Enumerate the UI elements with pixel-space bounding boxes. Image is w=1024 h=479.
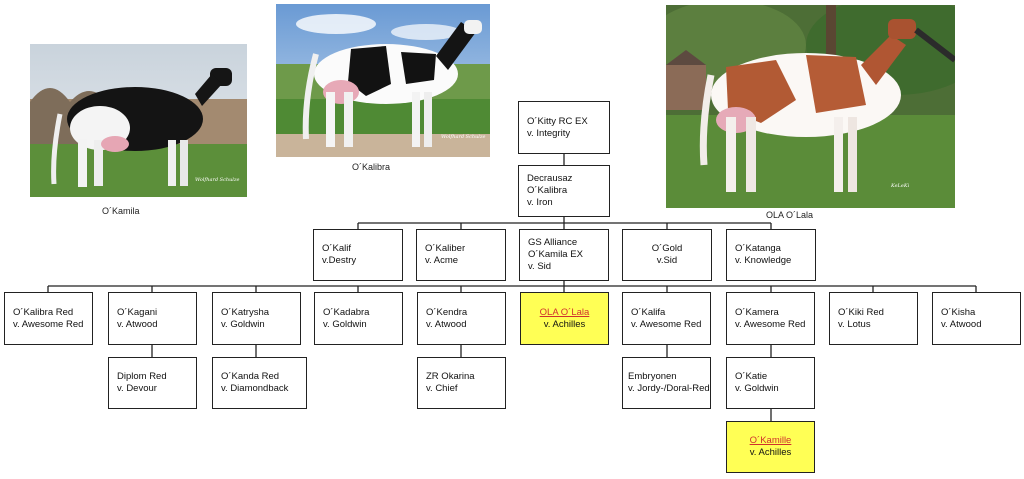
node-sire: v. Knowledge	[735, 255, 792, 266]
photo-watermark: Wolfhard Schulze	[441, 134, 486, 140]
node-sire: v. Integrity	[527, 127, 571, 139]
cow-photo-black-white: Wolfhard Schulze	[30, 44, 247, 197]
node-okatrysha: O´Katrysha v. Goldwin	[212, 292, 301, 345]
node-name: O´Kamera	[735, 306, 779, 318]
photo-caption-olalala: OLA O´Lala	[766, 210, 814, 220]
node-okalifa: O´Kalifa v. Awesome Red	[622, 292, 711, 345]
node-name: O´Kalibra	[527, 185, 568, 196]
node-sire: v. Atwood	[941, 318, 982, 330]
node-okamila: GS Alliance O´Kamila EX v. Sid	[519, 229, 609, 281]
node-name: ZR Okarina	[426, 371, 475, 382]
node-okendra: O´Kendra v. Atwood	[417, 292, 506, 345]
node-okalibra-red: O´Kalibra Red v. Awesome Red	[4, 292, 93, 345]
photo-caption-okamila: O´Kamila	[102, 206, 140, 216]
photo-olalala: KeLeKi	[666, 5, 955, 208]
node-name: O´Katrysha	[221, 306, 270, 318]
cow-photo-black-white: Wolfhard Schulze	[276, 4, 490, 157]
node-sire: v. Achilles	[543, 318, 586, 330]
node-name: O´Kaliber	[425, 243, 466, 254]
node-name: O´Kalif	[322, 243, 352, 254]
node-olalala: OLA O´Lala v. Achilles	[520, 292, 609, 345]
cow-photo-red-white: KeLeKi	[666, 5, 955, 208]
node-sire: v. Chief	[426, 383, 458, 394]
node-sire: v. Goldwin	[323, 318, 367, 330]
node-okiki-red: O´Kiki Red v. Lotus	[829, 292, 918, 345]
node-sire: v. Acme	[425, 255, 459, 266]
node-ogold: O´Gold v.Sid	[622, 229, 712, 281]
node-name: Diplom Red	[117, 371, 167, 382]
node-sire: v. Awesome Red	[735, 318, 806, 330]
node-name: O´Kisha	[941, 306, 976, 318]
node-prefix: Decrausaz	[527, 173, 573, 184]
node-name: O´Kalibra Red	[13, 306, 74, 318]
photo-okamila: Wolfhard Schulze	[30, 44, 247, 197]
node-okitty: O´Kitty RC EX v. Integrity	[518, 101, 610, 154]
node-okatanga: O´Katanga v. Knowledge	[726, 229, 816, 281]
node-prefix: GS Alliance	[528, 237, 578, 248]
node-name: O´Gold	[651, 243, 683, 254]
photo-watermark: KeLeKi	[890, 183, 910, 189]
node-okaliber: O´Kaliber v. Acme	[416, 229, 506, 281]
node-name: O´Katie	[735, 371, 768, 382]
node-name: O´Katanga	[735, 243, 781, 254]
node-sire: v. Iron	[527, 197, 553, 208]
node-name-link[interactable]: OLA O´Lala	[539, 306, 590, 318]
node-name: O´Kadabra	[323, 306, 370, 318]
node-sire: v. Goldwin	[735, 383, 779, 394]
photo-caption-okalibra: O´Kalibra	[352, 162, 391, 172]
node-name: O´Kitty RC EX	[527, 115, 588, 127]
photo-watermark: Wolfhard Schulze	[195, 177, 240, 183]
node-name: O´Kagani	[117, 306, 158, 318]
node-name: Embryonen	[628, 371, 677, 382]
node-name-link[interactable]: O´Kamille	[749, 435, 792, 446]
node-okatie: O´Katie v. Goldwin	[726, 357, 815, 409]
node-diplom-red: Diplom Red v. Devour	[108, 357, 197, 409]
node-okagani: O´Kagani v. Atwood	[108, 292, 197, 345]
node-name: O´Kanda Red	[221, 371, 280, 382]
node-okisha: O´Kisha v. Atwood	[932, 292, 1021, 345]
node-sire: v.Destry	[322, 255, 357, 266]
node-sire: v. Devour	[117, 383, 157, 394]
node-sire: v. Lotus	[838, 318, 871, 330]
node-okalif: O´Kalif v.Destry	[313, 229, 403, 281]
node-sire: v. Achilles	[749, 447, 792, 458]
node-name: O´Kalifa	[631, 306, 666, 318]
photo-okalibra: Wolfhard Schulze	[276, 4, 490, 157]
node-sire: v.Sid	[656, 255, 678, 266]
node-sire: v. Sid	[528, 261, 552, 272]
node-sire: v. Atwood	[117, 318, 158, 330]
node-okanda-red: O´Kanda Red v. Diamondback	[212, 357, 307, 409]
node-sire: v. Awesome Red	[13, 318, 84, 330]
node-zr-okarina: ZR Okarina v. Chief	[417, 357, 506, 409]
node-okamera: O´Kamera v. Awesome Red	[726, 292, 815, 345]
node-sire: v. Goldwin	[221, 318, 265, 330]
node-sire: v. Atwood	[426, 318, 467, 330]
node-sire: v. Jordy-/Doral-Red	[628, 383, 710, 394]
node-okalibra: Decrausaz O´Kalibra v. Iron	[518, 165, 610, 217]
node-okadabra: O´Kadabra v. Goldwin	[314, 292, 403, 345]
node-name: O´Kendra	[426, 306, 468, 318]
node-name: O´Kiki Red	[838, 306, 884, 318]
node-embryonen: Embryonen v. Jordy-/Doral-Red	[622, 357, 711, 409]
node-sire: v. Awesome Red	[631, 318, 702, 330]
node-okamille: O´Kamille v. Achilles	[726, 421, 815, 473]
node-sire: v. Diamondback	[221, 383, 289, 394]
node-name: O´Kamila EX	[528, 249, 583, 260]
